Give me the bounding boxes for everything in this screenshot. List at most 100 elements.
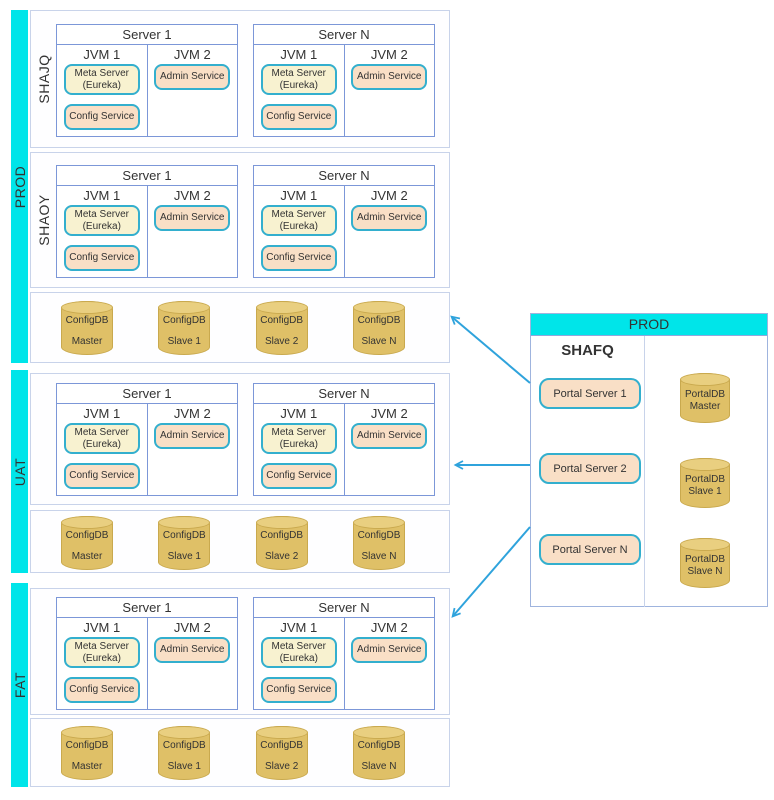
env-bar-fat: FAT [11,583,28,787]
db-name: ConfigDB [162,740,206,751]
meta-server-node: Meta Server (Eureka) [63,423,140,454]
jvm-column: JVM 2 Admin Service [343,45,435,137]
portal-servers-column: SHAFQ Portal Server 1 Portal Server 2 Po… [531,336,645,607]
cluster-box-fat: Server 1 JVM 1 Meta Server (Eureka) Conf… [30,588,450,715]
admin-service-node: Admin Service [351,423,428,449]
db-name: ConfigDB [162,530,206,541]
admin-service-node: Admin Service [351,205,428,231]
jvm-column: JVM 1 Meta Server (Eureka) Config Servic… [254,404,344,496]
db-name: ConfigDB [357,740,401,751]
jvm-title: JVM 1 [83,620,121,635]
jvm-column: JVM 1 Meta Server (Eureka) Config Servic… [57,618,147,710]
db-role: Slave N [687,566,723,577]
jvm-title: JVM 2 [370,406,408,421]
jvm-column: JVM 1 Meta Server (Eureka) Config Servic… [254,45,344,137]
server-box: Server N JVM 1 Meta Server (Eureka) Conf… [253,24,435,137]
db-role: Slave N [361,551,397,562]
config-service-node: Config Service [260,104,337,130]
server-box: Server 1 JVM 1 Meta Server (Eureka) Conf… [56,597,238,710]
database-cylinder-icon: ConfigDB Master [61,516,113,570]
cluster-label: SHAOY [36,194,52,246]
jvm-title: JVM 1 [83,406,121,421]
jvm-column: JVM 2 Admin Service [343,186,435,278]
jvm-column: JVM 1 Meta Server (Eureka) Config Servic… [254,186,344,278]
jvm-title: JVM 2 [370,47,408,62]
admin-service-node: Admin Service [351,64,428,90]
server-box: Server N JVM 1 Meta Server (Eureka) Conf… [253,165,435,278]
db-name: ConfigDB [357,530,401,541]
db-role: Slave 2 [264,336,299,347]
arrow-to-fat [451,526,531,618]
env-bar-uat: UAT [11,370,28,573]
jvm-title: JVM 2 [370,188,408,203]
config-service-node: Config Service [260,245,337,271]
jvm-column: JVM 1 Meta Server (Eureka) Config Servic… [254,618,344,710]
arrow-to-prod [450,315,531,384]
db-role: Slave 1 [167,761,201,772]
server-title: Server N [254,166,434,186]
db-name: PortalDB [684,554,725,565]
meta-server-node: Meta Server (Eureka) [63,64,140,95]
server-title: Server N [254,598,434,618]
db-name: ConfigDB [65,530,109,541]
db-name: PortalDB [684,389,725,400]
server-title: Server 1 [57,166,237,186]
config-service-node: Config Service [63,104,140,130]
db-role: Master [71,551,103,562]
meta-server-node: Meta Server (Eureka) [260,423,337,454]
db-name: ConfigDB [65,740,109,751]
jvm-title: JVM 2 [173,406,211,421]
database-cylinder-icon: ConfigDB Master [61,301,113,355]
server-title: Server 1 [57,25,237,45]
cluster-label-shafq: SHAFQ [561,342,614,359]
jvm-column: JVM 2 Admin Service [343,404,435,496]
env-label: UAT [11,457,28,486]
meta-server-node: Meta Server (Eureka) [260,64,337,95]
db-role: Slave 2 [264,551,299,562]
server-box: Server 1 JVM 1 Meta Server (Eureka) Conf… [56,383,238,496]
db-name: ConfigDB [260,740,304,751]
jvm-title: JVM 1 [280,47,318,62]
server-title: Server 1 [57,384,237,404]
admin-service-node: Admin Service [351,637,428,663]
jvm-title: JVM 2 [370,620,408,635]
config-service-node: Config Service [63,463,140,489]
env-bar-prod: PROD [11,10,28,363]
jvm-column: JVM 1 Meta Server (Eureka) Config Servic… [57,45,147,137]
cluster-box-uat: Server 1 JVM 1 Meta Server (Eureka) Conf… [30,373,450,505]
database-cylinder-icon: ConfigDB Slave N [352,516,405,570]
jvm-title: JVM 1 [83,47,121,62]
meta-server-node: Meta Server (Eureka) [260,205,337,236]
config-service-node: Config Service [260,677,337,703]
jvm-title: JVM 1 [280,188,318,203]
db-name: ConfigDB [357,315,401,326]
server-box: Server N JVM 1 Meta Server (Eureka) Conf… [253,597,435,710]
admin-service-node: Admin Service [154,423,231,449]
db-role: Master [71,336,103,347]
jvm-column: JVM 2 Admin Service [146,618,238,710]
jvm-column: JVM 2 Admin Service [146,186,238,278]
cluster-box-shaoy: SHAOY Server 1 JVM 1 Meta Server (Eureka… [30,152,450,288]
portal-server-node: Portal Server N [539,534,641,565]
jvm-title: JVM 1 [83,188,121,203]
server-box: Server 1 JVM 1 Meta Server (Eureka) Conf… [56,24,238,137]
meta-server-node: Meta Server (Eureka) [63,205,140,236]
admin-service-node: Admin Service [154,637,231,663]
db-role: Master [71,761,103,772]
server-title: Server N [254,25,434,45]
jvm-title: JVM 2 [173,47,211,62]
db-role: Master [689,401,721,412]
env-label: FAT [11,671,28,699]
db-name: ConfigDB [65,315,109,326]
